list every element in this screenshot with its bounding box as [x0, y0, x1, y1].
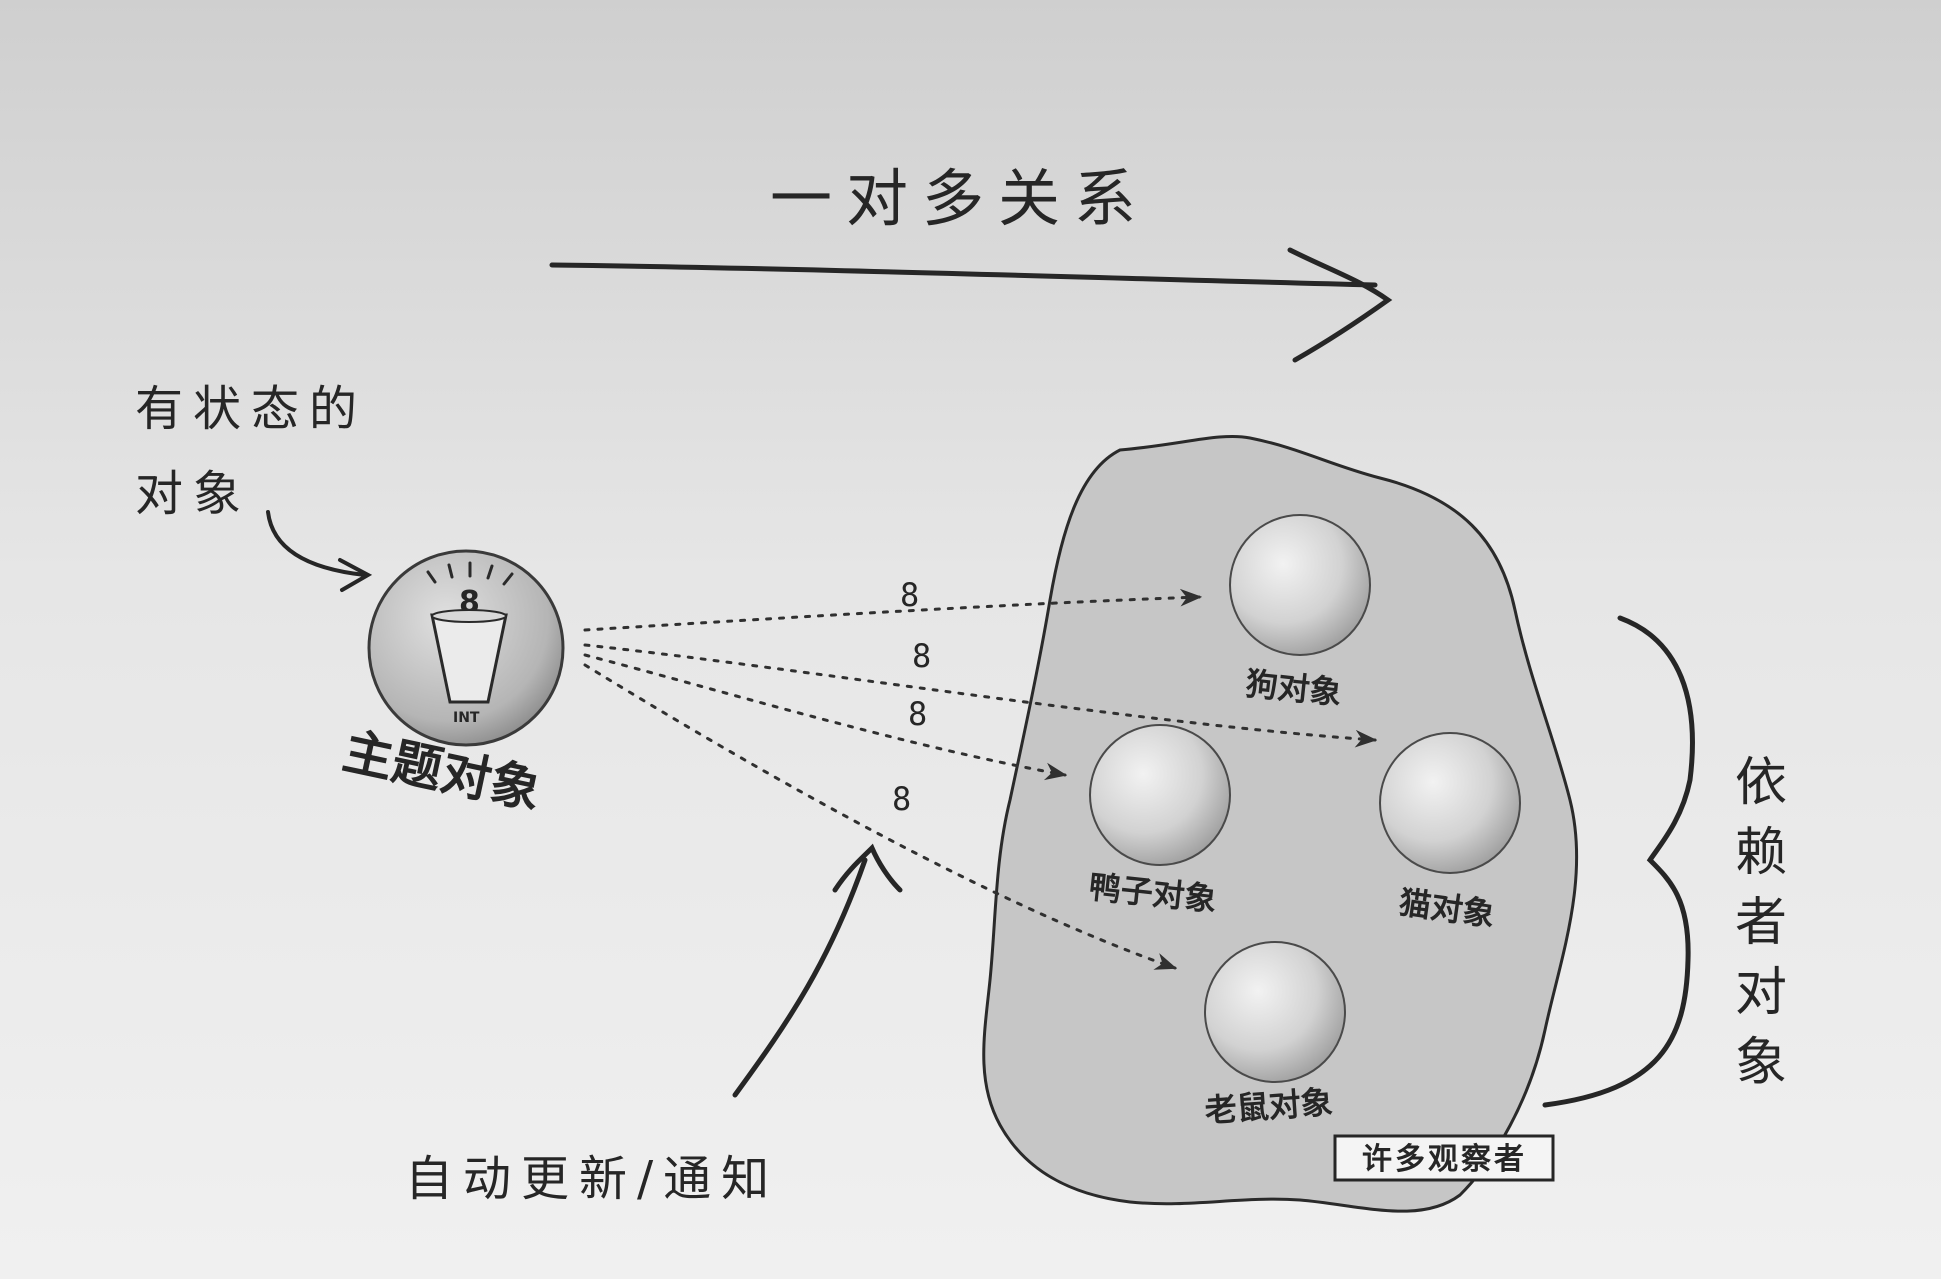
- subject-type-label: INT: [453, 710, 480, 726]
- state-glow-icon: [426, 561, 514, 586]
- auto-update-arrow: [732, 857, 868, 1098]
- notification-arrow-mouse: [583, 663, 1178, 970]
- subject-object: 8 INT: [367, 549, 565, 747]
- stateful-note-line1: 有状态的: [135, 381, 367, 437]
- many-observers-box: [1333, 1134, 1555, 1182]
- notification-arrow-cat: [583, 643, 1378, 748]
- duck-object-sphere: [1089, 724, 1231, 866]
- dependents-label: 依 赖 者 对 象: [1735, 753, 1804, 1093]
- notification-value-mouse: 8: [892, 780, 911, 818]
- dependents-brace: [1542, 615, 1695, 1108]
- notification-value-duck: 8: [908, 695, 927, 733]
- notification-value-dog: 8: [900, 576, 919, 614]
- many-observers-label: 许多观察者: [1362, 1142, 1527, 1177]
- cat-object-sphere: [1379, 732, 1521, 874]
- notification-arrows: [583, 588, 1378, 970]
- notification-value-cat: 8: [912, 637, 931, 675]
- dog-object-sphere: [1229, 514, 1371, 656]
- title-one-to-many: 一对多关系: [770, 162, 1150, 235]
- stateful-note-line2: 对象: [135, 466, 251, 522]
- stateful-note-arrowhead: [338, 558, 373, 592]
- mouse-object-sphere: [1204, 941, 1346, 1083]
- mouse-object-label: 老鼠对象: [1204, 1083, 1334, 1130]
- one-to-many-arrow: [549, 247, 1393, 363]
- observer-region: [982, 434, 1579, 1213]
- auto-update-label: 自动更新/通知: [405, 1151, 779, 1207]
- stateful-note-arrow: [266, 510, 367, 577]
- auto-update-arrowhead: [832, 843, 903, 893]
- notification-arrow-duck: [583, 653, 1068, 781]
